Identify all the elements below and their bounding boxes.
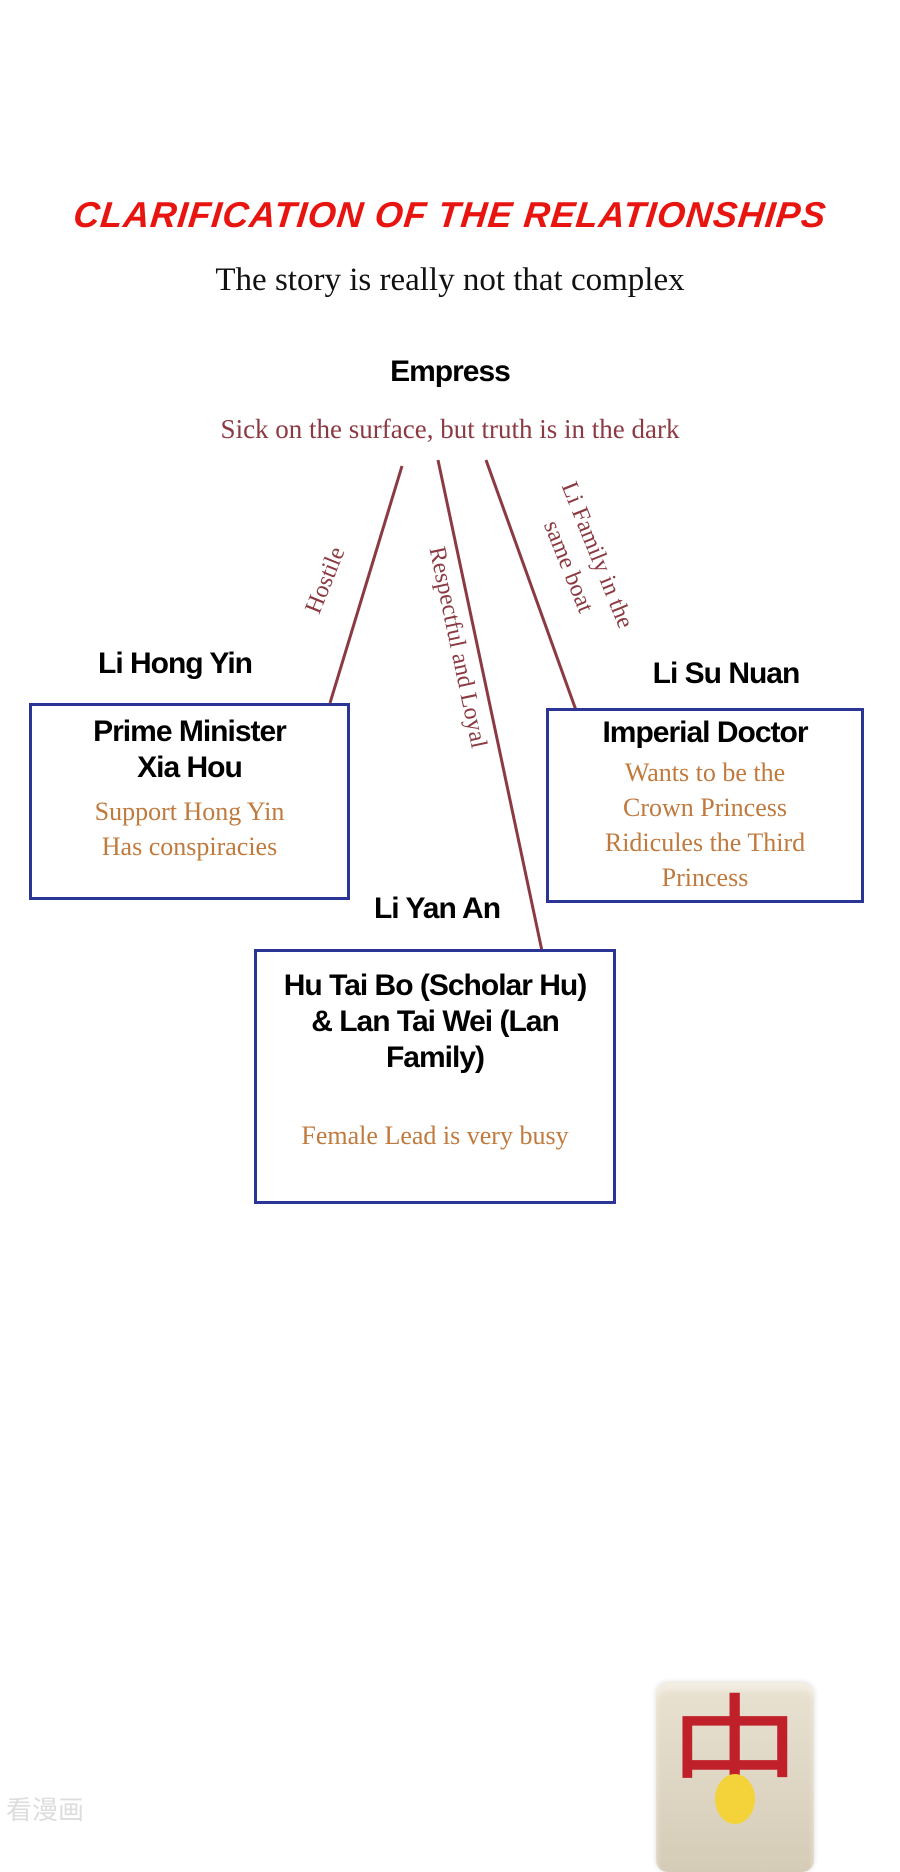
imperial-doctor-note-4: Princess <box>661 863 749 893</box>
hu-tai-bo-note: Female Lead is very busy <box>301 1121 569 1150</box>
hu-tai-bo-title-2: & Lan Tai Wei (Lan <box>311 1005 560 1038</box>
empress-note: Sick on the surface, but truth is in the… <box>220 414 680 444</box>
prime-minister-box: Prime Minister Xia Hou Support Hong Yin … <box>29 703 350 900</box>
imperial-doctor-title: Imperial Doctor <box>602 716 808 749</box>
watermark: 看漫画 <box>6 1796 85 1826</box>
empress-label: Empress <box>390 355 511 388</box>
smiley-face-icon <box>715 1774 755 1824</box>
same-boat-line <box>484 459 579 714</box>
subtitle: The story is really not that complex <box>215 262 685 298</box>
li-yan-an-label: Li Yan An <box>373 892 501 925</box>
prime-minister-title: Prime Minister <box>93 715 287 748</box>
hu-tai-bo-title-3: Family) <box>385 1041 485 1074</box>
imperial-doctor-note-1: Wants to be the <box>624 758 786 787</box>
prime-minister-name: Xia Hou <box>137 751 243 784</box>
prime-minister-note-2: Has conspiracies <box>101 832 278 862</box>
prime-minister-note-1: Support Hong Yin <box>94 797 285 826</box>
hu-tai-bo-title-1: Hu Tai Bo (Scholar Hu) <box>283 969 587 1002</box>
li-hong-yin-label: Li Hong Yin <box>98 647 253 680</box>
imperial-doctor-note-3: Ridicules the Third <box>604 828 806 858</box>
hu-tai-bo-box: Hu Tai Bo (Scholar Hu) & Lan Tai Wei (La… <box>254 949 616 1204</box>
loyal-line <box>436 459 544 952</box>
imperial-doctor-note-2: Crown Princess <box>623 793 787 823</box>
mahjong-tile-sticker: 中 <box>656 1682 814 1872</box>
hostile-line <box>328 465 404 704</box>
li-su-nuan-label: Li Su Nuan <box>652 657 801 690</box>
imperial-doctor-box: Imperial Doctor Wants to be the Crown Pr… <box>546 708 864 903</box>
